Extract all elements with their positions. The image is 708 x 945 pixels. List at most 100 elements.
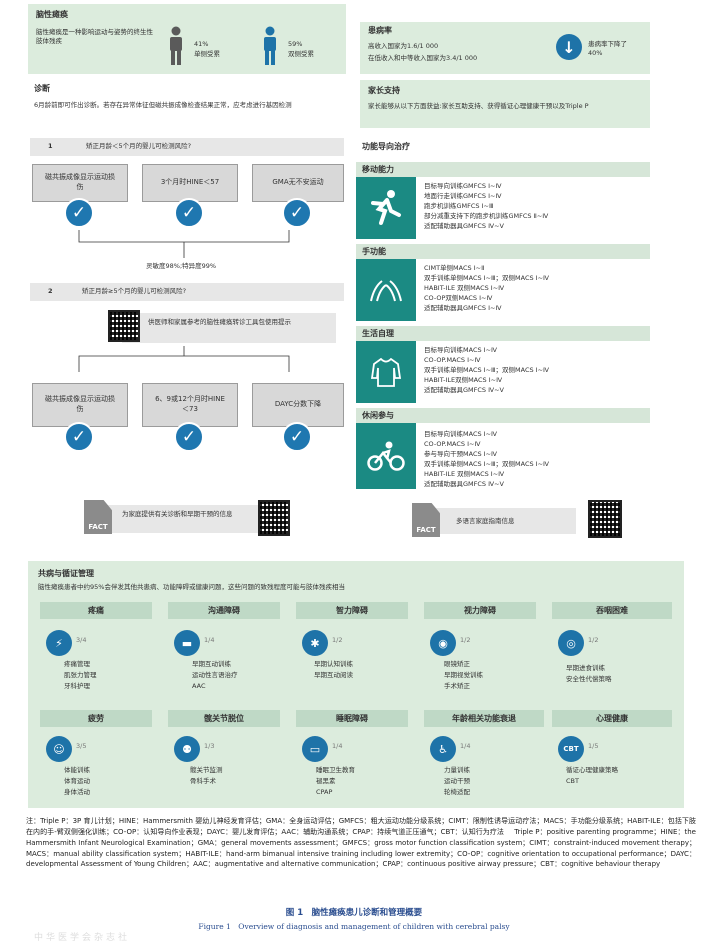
unilateral-label: 单侧受累	[194, 50, 220, 58]
pain-item: 牙科护理	[64, 682, 90, 690]
diagnosis-title: 诊断	[34, 84, 50, 93]
hip-icon: ⚉	[174, 736, 200, 762]
leisure-item: HABIT-ILE 双侧MACS Ⅰ~Ⅳ	[424, 470, 505, 478]
sleep-header: 睡眠障碍	[296, 710, 408, 727]
communication-item: AAC	[192, 682, 206, 690]
pain-fraction: 3/4	[76, 636, 87, 644]
step2-card-2-text: 6、9或12个月时HINE＜73	[155, 395, 225, 413]
check-icon: ✓	[174, 198, 204, 228]
intellectual-item: 早期认知训练	[314, 660, 353, 668]
check-icon: ✓	[64, 422, 94, 452]
fact-bar-right	[426, 508, 576, 534]
step1-question: 矫正月龄＜5个月的婴儿可检测风险?	[86, 142, 192, 150]
selfcare-item: 目标导向训练MACS Ⅰ~Ⅳ	[424, 346, 498, 354]
aging-item: 轮椅适配	[444, 788, 470, 796]
hip-item: 髋关节监测	[190, 766, 223, 774]
cp-desc: 脑性瘫痪是一种影响运动与姿势的终生性肢体残疾	[36, 28, 153, 46]
sleep-item: 睡眠卫生教育	[316, 766, 355, 774]
leisure-item: CO-OP.MACS Ⅰ~Ⅳ	[424, 440, 481, 448]
fatigue-header: 疲劳	[40, 710, 152, 727]
person-grey-icon	[170, 26, 182, 65]
intellectual-fraction: 1/2	[332, 636, 343, 644]
fact-document-icon: FACT	[412, 503, 440, 537]
communication-item: 运动性言语治疗	[192, 671, 238, 679]
aging-item: 运动干预	[444, 777, 470, 785]
publisher-watermark: 中华医学会杂志社	[34, 933, 131, 943]
swallowing-item: 安全性代偿策略	[566, 675, 612, 683]
step1-card-2-text: 3个月时HINE＜57	[160, 178, 220, 187]
fact-text-left: 为家庭提供有关诊断和早期干预的信息	[122, 510, 233, 518]
fatigue-fraction: 3/5	[76, 742, 87, 750]
step1-card-1: 磁共振成像显示运动损伤	[32, 164, 128, 202]
qr-code-icon	[258, 500, 290, 536]
check-icon: ✓	[282, 198, 312, 228]
hip-header: 髋关节脱位	[168, 710, 280, 727]
pain-header: 疼痛	[40, 602, 152, 619]
step1-num: 1	[48, 142, 53, 150]
leisure-item: 双手训练单侧MACS Ⅰ~Ⅲ；双侧MACS Ⅰ~Ⅳ	[424, 460, 550, 468]
intellectual-item: 早期互动阅读	[314, 671, 353, 679]
swallowing-fraction: 1/2	[588, 636, 599, 644]
shirt-icon	[356, 341, 416, 403]
parent-desc: 家长能够从以下方面获益:家长互助支持、获得循证心理健康干预以及Triple P	[368, 102, 589, 110]
mobility-item: 跑步机训练GMFCS Ⅰ~Ⅲ	[424, 202, 494, 210]
mobility-item: 部分减重支持下的跑步机训练GMFCS Ⅱ~Ⅳ	[424, 212, 549, 220]
eye-icon: ◉	[430, 630, 456, 656]
comorbid-title: 共病与循证管理	[38, 569, 94, 578]
pain-item: 疼痛管理	[64, 660, 90, 668]
hand-item: 适配辅助器具GMFCS Ⅰ~Ⅳ	[424, 304, 502, 312]
fatigue-item: 体育运动	[64, 777, 90, 785]
aging-fraction: 1/4	[460, 742, 471, 750]
step2-question: 矫正月龄≥5个月的婴儿可检测风险?	[82, 287, 187, 295]
mental-item: 循证心理健康策略	[566, 766, 618, 774]
hand-item: 双手训练单侧MACS Ⅰ~Ⅲ；双侧MACS Ⅰ~Ⅳ	[424, 274, 550, 282]
caption-en: Figure 1 Overview of diagnosis and manag…	[198, 922, 510, 931]
qr-text-bar	[122, 313, 336, 343]
sleep-item: CPAP	[316, 788, 333, 796]
bed-icon: ▭	[302, 736, 328, 762]
sens-spec: 灵敏度98%;特异度99%	[146, 262, 217, 270]
mobility-item: 目标导向训练GMFCS Ⅰ~Ⅳ	[424, 182, 502, 190]
step1-bar	[30, 138, 344, 156]
vision-fraction: 1/2	[460, 636, 471, 644]
prevalence-drop: 患病率下降了40%	[588, 40, 627, 58]
tired-face-icon: ☺	[46, 736, 72, 762]
check-icon: ✓	[174, 422, 204, 452]
communication-fraction: 1/4	[204, 636, 215, 644]
selfcare-item: CO-OP.MACS Ⅰ~Ⅳ	[424, 356, 481, 364]
bilateral-label: 双侧受累	[288, 50, 314, 58]
pain-item: 肌张力管理	[64, 671, 97, 679]
hand-item: CO-OP双侧MACS Ⅰ~Ⅳ	[424, 294, 493, 302]
sleep-fraction: 1/4	[332, 742, 343, 750]
prevalence-line2: 在低收入和中等收入国家为3.4/1 000	[368, 54, 478, 62]
step2-bar	[30, 283, 344, 301]
step1-connector	[78, 230, 290, 258]
leisure-item: 目标导向训练MACS Ⅰ~Ⅳ	[424, 430, 498, 438]
wheelchair-icon: ♿	[430, 736, 456, 762]
fatigue-item: 身体活动	[64, 788, 90, 796]
communication-header: 沟通障碍	[168, 602, 280, 619]
leisure-item: 适配辅助器具GMFCS Ⅳ~Ⅴ	[424, 480, 505, 488]
cp-title: 脑性瘫痪	[36, 10, 68, 19]
step1-card-2: 3个月时HINE＜57	[142, 164, 238, 202]
prevalence-box: 患病率 高收入国家为1.6/1 000 在低收入和中等收入国家为3.4/1 00…	[360, 22, 650, 74]
selfcare-item: HABIT-ILE双侧MACS Ⅰ~Ⅳ	[424, 376, 503, 384]
qr-code-icon	[588, 500, 622, 538]
cbt-icon: CBT	[558, 736, 584, 762]
unilateral-pct: 41%	[194, 40, 209, 48]
mobility-item: 地面行走训练GMFCS Ⅰ~Ⅳ	[424, 192, 502, 200]
running-person-icon	[356, 177, 416, 239]
abbreviation-notes: 注：Triple P：3P 育儿计划；HINE：Hammersmith 婴幼儿神…	[26, 816, 696, 870]
check-icon: ✓	[64, 198, 94, 228]
mobility-item: 适配辅助器具GMFCS Ⅳ~Ⅴ	[424, 222, 505, 230]
bilateral-pct: 59%	[288, 40, 303, 48]
notes-en: Triple P：positive parenting programme；HI…	[26, 827, 696, 869]
swallowing-item: 早期进食训练	[566, 664, 605, 672]
selfcare-header: 生活自理	[356, 326, 650, 341]
hand-item: CIMT单侧MACS Ⅰ~Ⅱ	[424, 264, 485, 272]
fatigue-item: 体能训练	[64, 766, 90, 774]
aging-item: 力量训练	[444, 766, 470, 774]
sleep-item: 褪黑素	[316, 777, 336, 785]
hand-item: HABIT-ILE 双侧MACS Ⅰ~Ⅳ	[424, 284, 505, 292]
leisure-header: 休闲参与	[356, 408, 650, 423]
